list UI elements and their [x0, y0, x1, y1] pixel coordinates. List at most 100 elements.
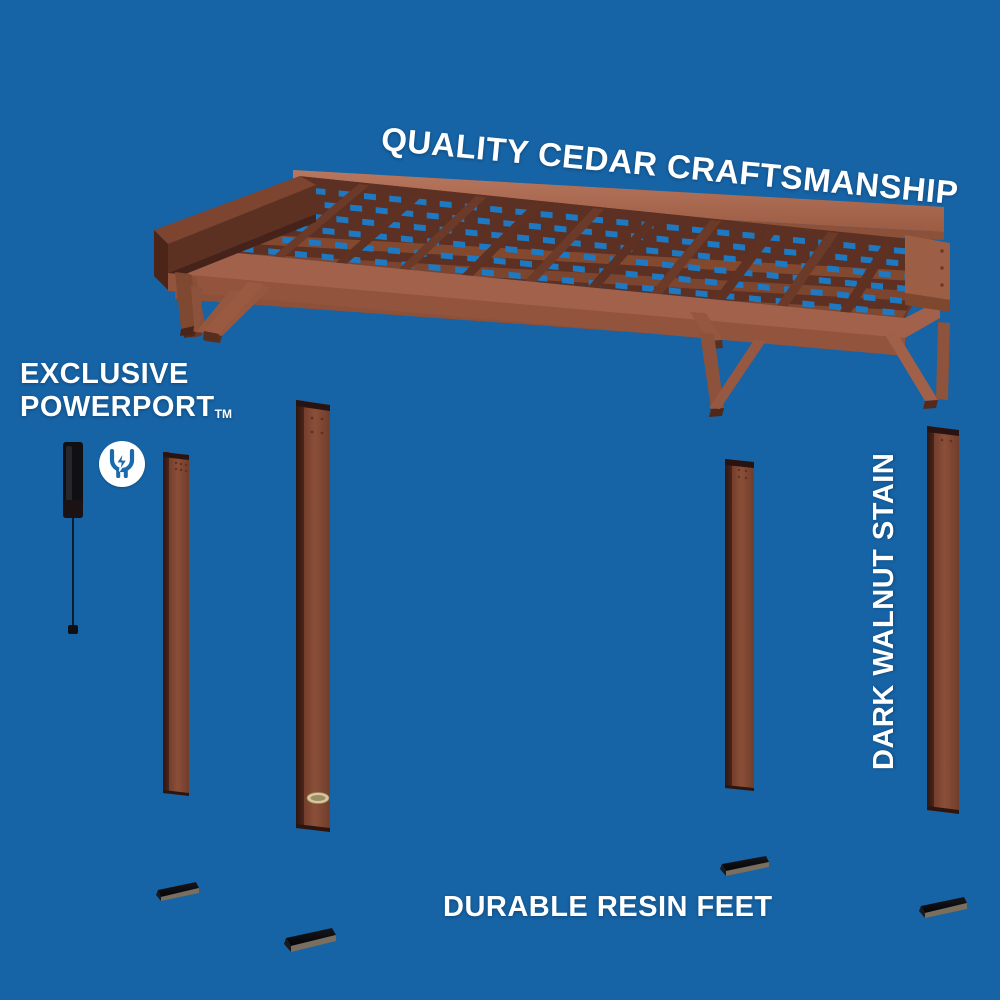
lattice-sky-gap — [363, 192, 376, 201]
lattice-sky-gap — [493, 257, 506, 265]
roof-rafter — [334, 190, 429, 266]
lattice-sky-gap — [572, 265, 585, 273]
lattice-sky-gap — [465, 229, 478, 237]
lattice-sky-gap — [350, 204, 363, 212]
lattice-sky-gap — [697, 252, 710, 260]
powerport-line-1: EXCLUSIVE — [20, 358, 189, 390]
roof-rafter — [838, 238, 898, 314]
lattice-sky-gap — [554, 225, 567, 233]
lattice-sky-gap — [400, 235, 413, 243]
roof-rafter — [523, 208, 605, 284]
lattice-sky-gap — [882, 308, 895, 316]
lattice-sky-gap — [605, 230, 618, 238]
lattice-sky-gap — [308, 239, 321, 247]
brace-drop-a — [700, 333, 724, 417]
resin-foot-2 — [284, 928, 336, 952]
lattice-sky-gap — [837, 291, 850, 299]
lattice-sky-gap — [827, 265, 840, 273]
lattice-sky-gap — [707, 240, 720, 249]
power-plug-bolt-icon — [109, 449, 135, 478]
lattice-sky-gap — [625, 270, 638, 278]
lattice-sky-gap — [672, 249, 685, 258]
lattice-sky-gap — [362, 218, 375, 226]
roof-rafter — [586, 214, 663, 290]
lattice-sky-gap — [742, 231, 755, 239]
powerport-device — [63, 442, 83, 634]
lattice-sky-gap — [775, 260, 788, 268]
lattice-sky-gap — [893, 247, 906, 255]
lattice-sky-gap — [784, 248, 797, 256]
lattice-sky-gap — [792, 236, 805, 245]
lattice-sky-gap — [723, 255, 736, 263]
trademark-mark: TM — [214, 407, 232, 421]
lattice-sky-gap — [542, 236, 555, 245]
lattice-sky-gap — [565, 213, 578, 221]
lattice-sky-gap — [843, 242, 856, 250]
lattice-sky-gap — [490, 205, 503, 214]
front-fascia-beam — [168, 273, 905, 356]
lattice-sky-gap — [829, 303, 842, 311]
lattice-sky-gap — [453, 240, 466, 248]
powerport-line-2: POWERPORT — [20, 391, 215, 423]
lattice-sky-gap — [646, 247, 659, 255]
roof-rafter — [397, 196, 487, 272]
pergola-roof-assembly — [154, 170, 950, 417]
lattice-sky-gap — [321, 253, 334, 261]
lattice-sky-gap — [855, 305, 868, 313]
lattice-sky-gap — [616, 218, 629, 227]
callout-durable-resin-feet: DURABLE RESIN FEET — [443, 891, 773, 923]
brace-drop-d — [936, 322, 950, 400]
lattice-sky-gap — [695, 290, 708, 298]
roof-rafter — [271, 184, 370, 260]
resin-foot-4 — [919, 897, 967, 918]
lattice-sky-gap — [528, 222, 541, 230]
post-4 — [927, 426, 959, 814]
lattice-sky-gap — [517, 234, 530, 242]
lattice-sky-gap — [531, 248, 544, 256]
left-corner-legs — [175, 272, 264, 342]
callout-dark-walnut-stain: DARK WALNUT STAIN — [868, 452, 900, 770]
lattice-sky-gap — [455, 266, 468, 274]
lattice-sky-gap — [508, 271, 521, 279]
lattice-sky-gap — [668, 287, 681, 295]
resin-foot-3 — [720, 856, 769, 876]
roof-rafter — [460, 202, 546, 278]
post-3 — [725, 459, 754, 791]
lattice-sky-gap — [766, 271, 779, 280]
lattice-sky-gap — [313, 187, 326, 196]
lattice-sky-gap — [520, 260, 533, 268]
powerport-badge — [99, 441, 145, 487]
lattice-sky-gap — [863, 294, 876, 302]
front-left-beam — [154, 176, 316, 290]
lattice-sky-gap — [428, 263, 441, 272]
lattice-sky-gap — [562, 277, 575, 285]
lattice-sky-gap — [336, 216, 349, 224]
lattice-sky-gap — [688, 264, 701, 272]
lattice-sky-gap — [878, 270, 891, 278]
lattice-sky-gap — [868, 244, 881, 252]
lattice-sky-gap — [889, 296, 902, 304]
lattice-sky-gap — [439, 200, 452, 208]
lattice-sky-gap — [440, 252, 453, 260]
roof-rafter — [649, 220, 722, 296]
lattice-sky-gap — [426, 212, 439, 220]
lattice-sky-gap — [615, 282, 628, 290]
resin-foot-1 — [156, 882, 199, 901]
right-end-beam — [905, 235, 950, 312]
lattice-sky-gap — [348, 230, 361, 238]
lattice-sky-gap — [802, 300, 815, 308]
lattice-sky-gap — [335, 241, 348, 250]
lattice-sky-gap — [594, 242, 607, 250]
brace-drop-c — [882, 330, 938, 409]
lattice-sky-gap — [835, 253, 848, 261]
lattice-sky-gap — [481, 269, 494, 277]
lattice-sky-gap — [583, 253, 596, 261]
lattice-sky-gap — [467, 254, 480, 263]
lattice-sky-gap — [757, 283, 770, 291]
lattice-sky-gap — [375, 258, 388, 266]
lattice-sky-gap — [652, 273, 665, 281]
brand-sticker-oval — [306, 792, 330, 804]
